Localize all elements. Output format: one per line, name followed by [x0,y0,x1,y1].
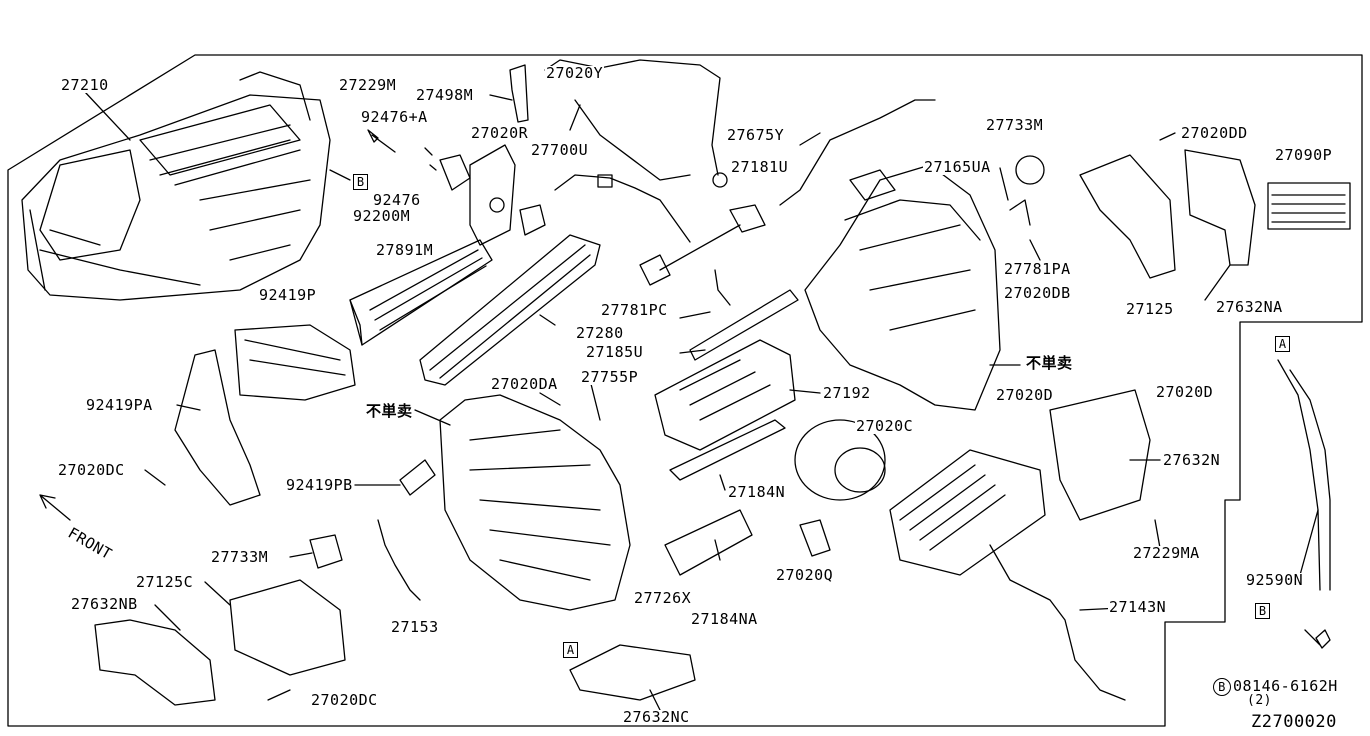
diagram-frame [7,54,1363,727]
ref-marker-a-right: A [1275,336,1290,352]
part-label-27165UA: 27165UA [923,158,992,176]
part-label-27229MA: 27229MA [1132,544,1201,562]
part-label-27891M: 27891M [375,241,435,259]
part-label-27020Y: 27020Y [545,64,605,82]
part-label-27632NA: 27632NA [1215,298,1284,316]
part-label-27184N: 27184N [727,483,787,501]
part-label-27020Q: 27020Q [775,566,835,584]
part-label-27700U: 27700U [530,141,590,159]
part-label-27020DC-bottom: 27020DC [310,691,379,709]
part-label-92200M: 92200M [352,207,412,225]
front-arrow [39,494,71,521]
part-label-27020D-right: 27020D [1155,383,1215,401]
part-label-27181U: 27181U [730,158,790,176]
part-label-27781PC: 27781PC [600,301,669,319]
not-sold-label-left: 不単卖 [365,402,414,420]
part-label-27020DD: 27020DD [1180,124,1249,142]
blower-27192 [654,339,796,451]
bolt-note-part: 08146-6162H [1233,677,1338,695]
part-label-27280: 27280 [575,324,625,342]
part-label-27020D-left: 27020D [995,386,1055,404]
part-label-27125: 27125 [1125,300,1175,318]
part-label-27632NB: 27632NB [70,595,139,613]
part-label-27733M-top: 27733M [985,116,1045,134]
ref-marker-b-right: B [1255,603,1270,619]
ref-marker-a-bottom: A [563,642,578,658]
heater-unit-housing [804,164,1001,411]
part-label-27733M-bottom: 27733M [210,548,270,566]
part-label-27675Y: 27675Y [726,126,786,144]
part-label-92419PA: 92419PA [85,396,154,414]
part-label-27090P: 27090P [1274,146,1334,164]
part-label-92419P: 92419P [258,286,318,304]
bolt-note-qty: (2) [1246,693,1273,708]
part-label-27020C: 27020C [855,417,915,435]
part-label-27229M: 27229M [338,76,398,94]
part-label-92476: 92476 [372,191,422,209]
part-label-27726X: 27726X [633,589,693,607]
hvac-housing-27210 [21,71,331,301]
part-label-27020R: 27020R [470,124,530,142]
part-label-27210: 27210 [60,76,110,94]
part-label-27143N: 27143N [1108,598,1168,616]
part-label-92476-a: 92476+A [360,108,429,126]
part-label-92419PB: 92419PB [285,476,354,494]
part-label-27020DA: 27020DA [490,375,559,393]
part-label-27192: 27192 [822,384,872,402]
part-label-27632N: 27632N [1162,451,1222,469]
part-label-27020DC-left: 27020DC [57,461,126,479]
part-label-27125C: 27125C [135,573,195,591]
diagram-code: Z2700020 [1250,712,1338,732]
part-label-27498M: 27498M [415,86,475,104]
center-housing [439,394,631,611]
filter-27891M [349,239,493,346]
not-sold-label-right: 不単卖 [1025,354,1074,372]
part-label-92590N: 92590N [1245,571,1305,589]
part-label-27153: 27153 [390,618,440,636]
part-label-27020DB: 27020DB [1003,284,1072,302]
part-label-27781PA: 27781PA [1003,260,1072,278]
evaporator-27280 [419,204,601,386]
bolt-note-circle: B [1213,678,1231,696]
ref-marker-b-top: B [353,174,368,190]
part-label-27755P: 27755P [580,368,640,386]
part-label-27185U: 27185U [585,343,645,361]
heater-core-27143N [889,449,1126,701]
part-label-27632NC: 27632NC [622,708,691,726]
part-label-27184NA: 27184NA [690,610,759,628]
